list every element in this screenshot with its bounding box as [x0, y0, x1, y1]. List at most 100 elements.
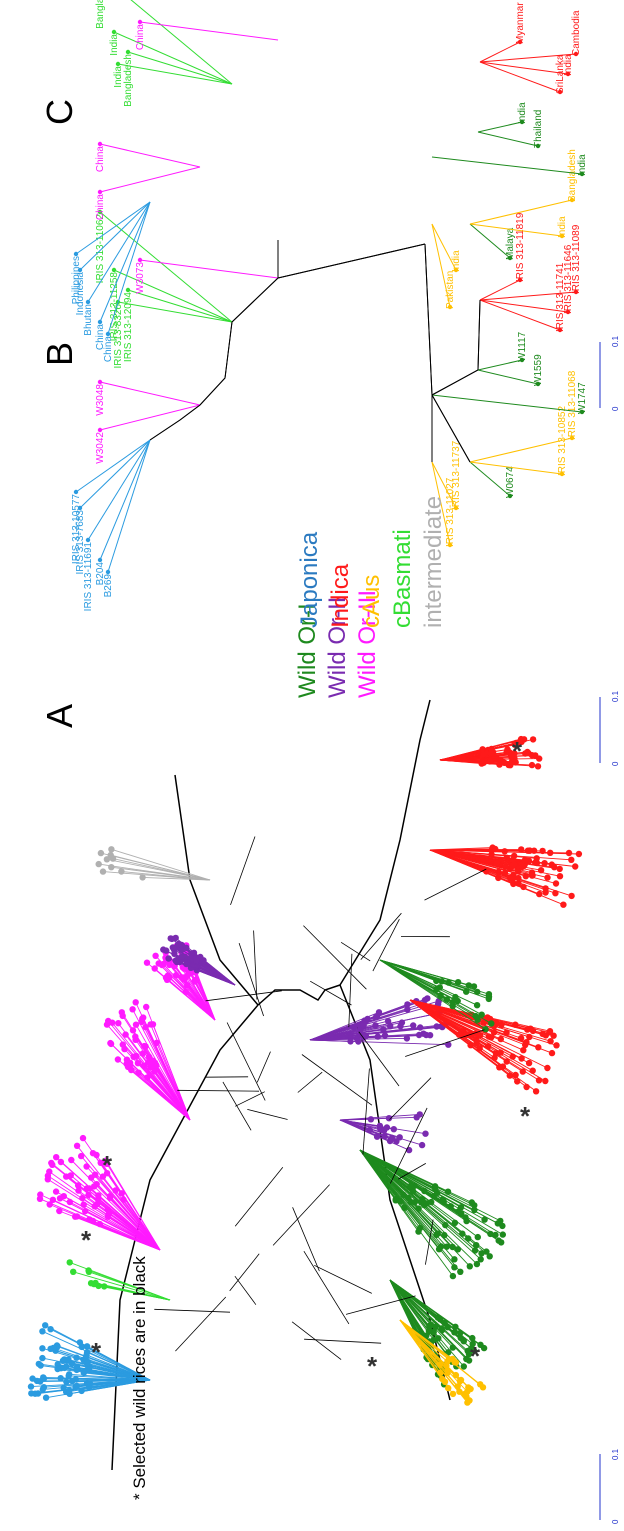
tip-node	[86, 1216, 93, 1223]
tip-node	[27, 1383, 35, 1390]
tip-label: IRIS 313-10577	[71, 494, 82, 564]
tip-node	[438, 978, 445, 985]
selected-branch	[372, 919, 400, 972]
tip-node	[49, 1196, 57, 1204]
panel-a-tree	[27, 699, 583, 1471]
tip-branch	[431, 461, 451, 546]
tip-node	[165, 955, 172, 962]
tip-node	[115, 61, 121, 67]
tip-node	[455, 1031, 463, 1038]
tip-branch	[339, 1119, 387, 1128]
tip-branch	[175, 960, 236, 986]
tip-node	[474, 1016, 481, 1023]
tip-node	[172, 957, 179, 964]
selected-star: *	[81, 1225, 92, 1255]
tip-node	[535, 143, 541, 149]
tip-label: India	[109, 34, 120, 56]
tip-branch	[359, 1149, 471, 1267]
tip-node	[397, 1022, 404, 1030]
tip-node	[518, 1055, 525, 1062]
tip-node	[42, 1394, 50, 1401]
tip-branch	[359, 1149, 504, 1235]
tip-node	[149, 1057, 156, 1064]
tip-node	[171, 950, 178, 957]
scale-end-label: 0.1	[611, 1448, 620, 1460]
selected-branch	[304, 1338, 382, 1344]
tip-node	[163, 947, 170, 954]
tip-node	[410, 1188, 417, 1195]
tip-node	[525, 1059, 533, 1067]
tip-node	[457, 1204, 465, 1211]
tip-branch	[409, 999, 557, 1046]
tip-node	[360, 1022, 367, 1029]
legend-caus: cAus	[358, 575, 385, 628]
tip-node	[68, 1156, 75, 1164]
tip-label: IRIS 313-12094	[123, 292, 134, 362]
tip-label: Malaya	[505, 227, 516, 260]
tip-node	[529, 1067, 536, 1074]
tip-branch	[91, 1282, 171, 1301]
tip-branch	[110, 854, 211, 881]
tip-label: IRIS 313-11691	[83, 542, 94, 612]
tip-label: IRIS 313-11741	[555, 262, 566, 332]
tip-node	[80, 1369, 88, 1377]
selected-branch	[226, 1022, 266, 1101]
tip-branch	[429, 849, 499, 879]
tip-node	[97, 427, 103, 433]
tip-branch	[429, 849, 511, 879]
tip-node	[451, 1256, 458, 1263]
tip-label: China	[95, 324, 106, 351]
tip-branch	[379, 959, 475, 987]
tip-branch	[431, 461, 457, 509]
tip-branch	[146, 962, 216, 1021]
tip-node	[74, 1182, 82, 1189]
tip-branch	[389, 1279, 445, 1324]
tip-branch	[106, 858, 211, 881]
tip-node	[528, 752, 536, 759]
tip-node	[125, 49, 131, 55]
tip-branch	[359, 1149, 482, 1260]
tip-node	[169, 944, 176, 951]
tip-node	[478, 1250, 485, 1257]
scale-start-label: 0	[611, 761, 620, 766]
selected-branch	[247, 1109, 288, 1120]
tip-node	[118, 868, 125, 875]
tip-node	[375, 1009, 383, 1016]
tip-label: IRIS 313-11258	[109, 272, 120, 342]
tip-branch	[186, 984, 216, 1021]
tip-node	[61, 1356, 68, 1363]
selected-branch	[389, 1077, 432, 1120]
selected-branch	[234, 1166, 284, 1227]
selected-branch	[345, 1295, 416, 1315]
tip-branch	[429, 849, 557, 884]
tip-branch	[81, 1346, 151, 1381]
tip-node	[568, 892, 575, 900]
tip-node	[372, 1014, 380, 1021]
panel-a-scale-bar: 0 0.1	[599, 1448, 620, 1524]
tip-node	[78, 1343, 85, 1351]
tip-node	[443, 996, 451, 1003]
tip-branch	[359, 1149, 476, 1251]
tip-branch	[431, 394, 583, 413]
tip-node	[479, 1384, 487, 1391]
tip-node	[400, 1191, 407, 1199]
tip-branch	[99, 143, 201, 168]
tip-branch	[477, 369, 539, 385]
selected-branch	[301, 1054, 373, 1106]
tip-node	[383, 1124, 391, 1131]
tip-branch	[359, 1149, 466, 1218]
tip-branch	[124, 1048, 191, 1121]
tip-node	[557, 89, 563, 95]
tip-node	[444, 1188, 452, 1195]
tip-node	[111, 29, 117, 35]
selected-branch	[424, 868, 487, 901]
tip-node	[568, 856, 575, 863]
tip-node	[453, 267, 459, 273]
tip-branch	[389, 1279, 430, 1332]
tip-node	[39, 1328, 46, 1335]
selected-branch	[230, 836, 256, 906]
tip-node	[486, 1253, 493, 1260]
tip-node	[465, 1384, 472, 1391]
tip-node	[539, 847, 546, 855]
tip-branch	[359, 1149, 448, 1248]
